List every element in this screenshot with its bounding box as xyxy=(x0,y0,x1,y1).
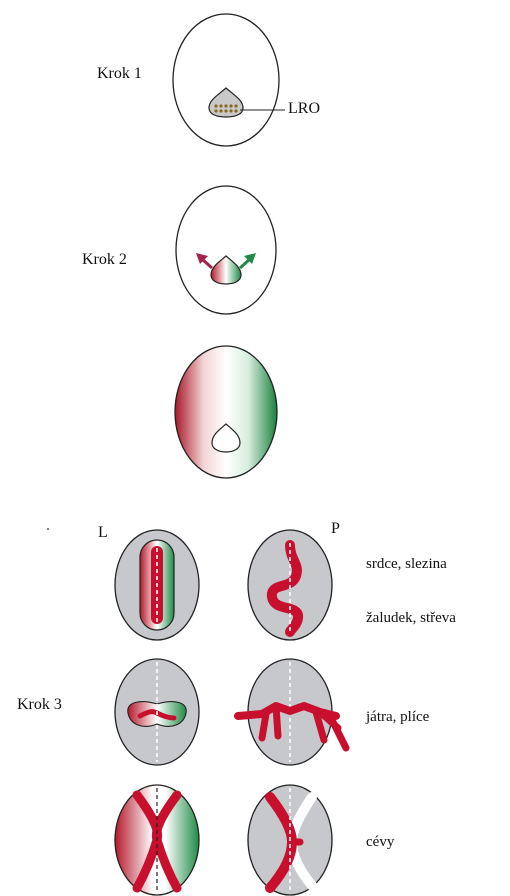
stomach-intestine-label: žaludek, střeva xyxy=(366,610,456,626)
heart-tube-left xyxy=(115,530,199,640)
step2-label: Krok 2 xyxy=(82,251,127,268)
step2-embryo xyxy=(176,186,276,314)
speck xyxy=(47,528,49,530)
step1-label: Krok 1 xyxy=(97,65,142,82)
left-side-label: L xyxy=(98,524,108,541)
liver-lungs-label: játra, plíce xyxy=(365,709,430,725)
lungs-right xyxy=(238,659,346,765)
heart-looped-right xyxy=(248,530,332,640)
signal-gradient-embryo xyxy=(175,346,277,478)
right-side-label: P xyxy=(331,520,340,537)
lro-label: LRO xyxy=(288,100,320,117)
vessels-right xyxy=(248,785,332,895)
step2-group: Krok 2 xyxy=(82,186,276,314)
heart-spleen-label: srdce, slezina xyxy=(366,556,447,572)
liver-left xyxy=(115,659,199,765)
vessels-left xyxy=(115,785,199,895)
step1-embryo xyxy=(173,14,279,146)
step1-group: Krok 1 LRO xyxy=(97,14,320,146)
step3-label: Krok 3 xyxy=(17,696,62,713)
vessels-label: cévy xyxy=(366,834,395,850)
signal-spread-group xyxy=(175,346,277,478)
